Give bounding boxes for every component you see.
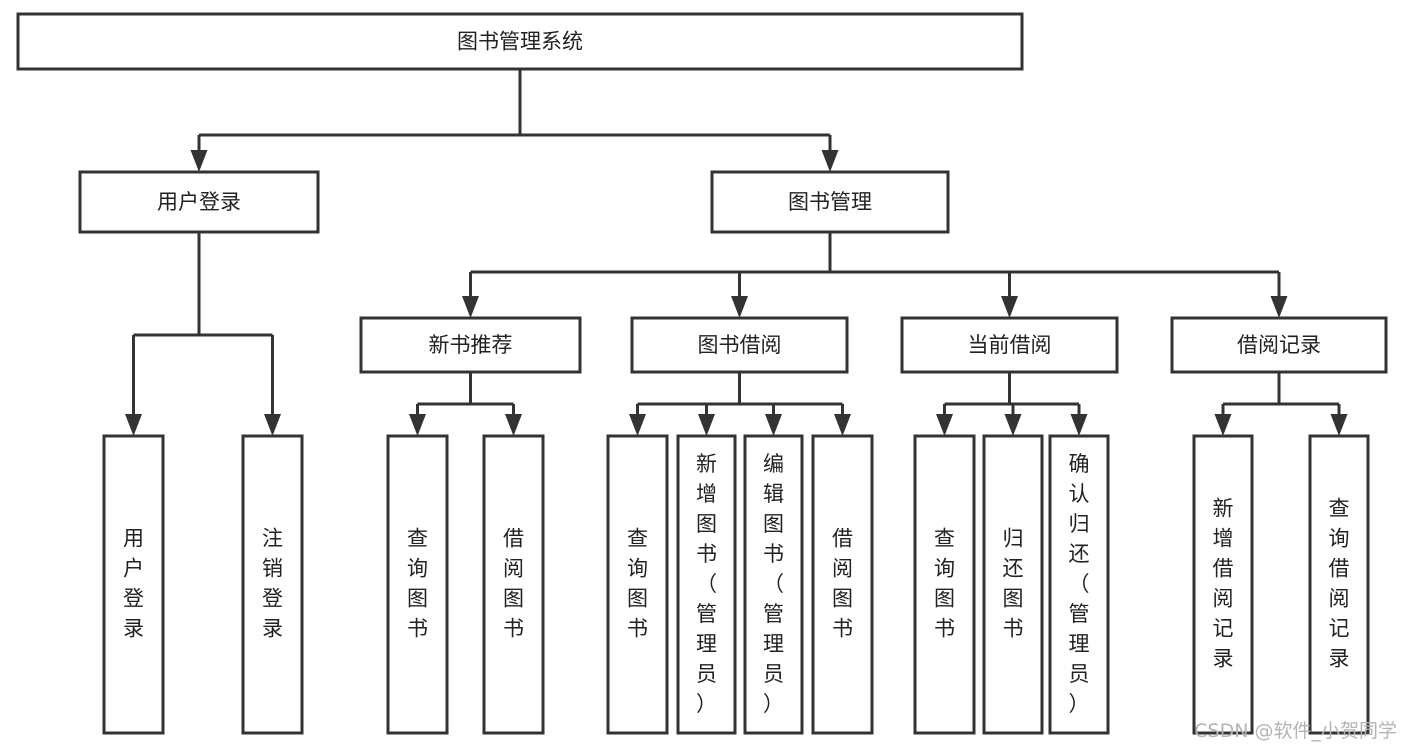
node-leaf-edit-book[interactable]: 编辑图书（管理员） <box>743 434 804 735</box>
node-book-manage[interactable]: 图书管理 <box>710 170 950 234</box>
arrow-head-leaf-add-book <box>698 414 715 436</box>
node-label-leaf-confirm-return: 确认归还（管理员） <box>1069 452 1090 716</box>
arrow-head-leaf-add-record <box>1214 414 1232 436</box>
node-label-leaf-query-book-3: 查询图书 <box>934 527 955 641</box>
arrow-head-leaf-user-login <box>125 414 142 436</box>
node-label-leaf-return-book: 归还图书 <box>1003 527 1024 641</box>
node-new-book-recommend[interactable]: 新书推荐 <box>359 316 582 374</box>
arrow-head-book-manage <box>821 150 839 172</box>
node-label-leaf-query-book-2: 查询图书 <box>627 527 648 641</box>
arrow-head-leaf-confirm-return <box>1070 414 1088 436</box>
node-label-borrow-record: 借阅记录 <box>1237 333 1321 357</box>
node-box-leaf-return-book <box>982 434 1044 735</box>
node-label-new-book-recommend: 新书推荐 <box>429 333 513 357</box>
node-box-leaf-query-book-2 <box>606 434 669 735</box>
node-box-leaf-user-login <box>102 434 165 735</box>
node-leaf-query-record[interactable]: 查询借阅记录 <box>1308 434 1370 735</box>
node-box-user-login <box>78 170 320 234</box>
node-root[interactable]: 图书管理系统 <box>16 12 1024 71</box>
node-leaf-query-book-3[interactable]: 查询图书 <box>913 434 976 735</box>
arrow-head-leaf-edit-book <box>765 414 782 436</box>
node-label-user-login: 用户登录 <box>157 190 241 214</box>
node-current-borrow[interactable]: 当前借阅 <box>900 316 1119 374</box>
node-box-leaf-add-book <box>676 434 737 735</box>
node-label-leaf-logout: 注销登录 <box>262 527 283 641</box>
node-label-current-borrow: 当前借阅 <box>968 333 1052 357</box>
node-label-leaf-query-book-1: 查询图书 <box>407 527 428 641</box>
node-leaf-query-book-1[interactable]: 查询图书 <box>386 434 449 735</box>
node-layer: 图书管理系统用户登录图书管理新书推荐图书借阅当前借阅借阅记录用户登录注销登录查询… <box>16 12 1388 735</box>
arrow-head-leaf-logout <box>264 414 281 436</box>
node-box-leaf-edit-book <box>743 434 804 735</box>
node-leaf-user-login[interactable]: 用户登录 <box>102 434 165 735</box>
node-box-leaf-query-book-1 <box>386 434 449 735</box>
node-label-leaf-add-book: 新增图书（管理员） <box>696 452 717 716</box>
node-label-leaf-user-login: 用户登录 <box>123 527 144 641</box>
node-box-leaf-add-record <box>1192 434 1254 735</box>
node-user-login[interactable]: 用户登录 <box>78 170 320 234</box>
arrow-head-leaf-query-book-2 <box>629 414 646 436</box>
node-box-new-book-recommend <box>359 316 582 374</box>
node-leaf-add-record[interactable]: 新增借阅记录 <box>1192 434 1254 735</box>
node-leaf-logout[interactable]: 注销登录 <box>241 434 304 735</box>
node-borrow-record[interactable]: 借阅记录 <box>1170 316 1388 374</box>
arrow-head-leaf-query-book-1 <box>409 414 426 436</box>
node-box-book-borrow <box>630 316 849 374</box>
arrow-head-borrow-record <box>1270 296 1288 318</box>
node-leaf-return-book[interactable]: 归还图书 <box>982 434 1044 735</box>
node-label-book-manage: 图书管理 <box>788 190 872 214</box>
node-box-leaf-confirm-return <box>1048 434 1110 735</box>
arrow-head-leaf-query-book-3 <box>936 414 953 436</box>
node-box-leaf-query-book-3 <box>913 434 976 735</box>
node-box-leaf-borrow-book-2 <box>811 434 874 735</box>
connector-layer <box>125 69 1348 436</box>
node-label-book-borrow: 图书借阅 <box>698 333 782 357</box>
arrow-head-leaf-borrow-book-1 <box>505 414 522 436</box>
node-box-leaf-logout <box>241 434 304 735</box>
node-label-leaf-borrow-book-2: 借阅图书 <box>832 527 853 641</box>
node-leaf-query-book-2[interactable]: 查询图书 <box>606 434 669 735</box>
node-label-leaf-edit-book: 编辑图书（管理员） <box>763 452 784 716</box>
node-label-leaf-query-record: 查询借阅记录 <box>1329 497 1350 671</box>
node-leaf-borrow-book-2[interactable]: 借阅图书 <box>811 434 874 735</box>
arrow-head-new-book-recommend <box>462 296 479 318</box>
node-box-root <box>16 12 1024 71</box>
arrow-head-current-borrow <box>1001 296 1018 318</box>
node-box-leaf-borrow-book-1 <box>482 434 545 735</box>
node-leaf-add-book[interactable]: 新增图书（管理员） <box>676 434 737 735</box>
arrow-head-book-borrow <box>731 296 748 318</box>
arrow-head-leaf-borrow-book-2 <box>834 414 851 436</box>
node-label-leaf-borrow-book-1: 借阅图书 <box>503 527 524 641</box>
arrow-head-leaf-return-book <box>1004 414 1022 436</box>
arrow-head-user-login <box>190 150 208 172</box>
node-box-leaf-query-record <box>1308 434 1370 735</box>
node-box-current-borrow <box>900 316 1119 374</box>
node-leaf-confirm-return[interactable]: 确认归还（管理员） <box>1048 434 1110 735</box>
arrow-head-leaf-query-record <box>1330 414 1348 436</box>
node-label-leaf-add-record: 新增借阅记录 <box>1213 497 1234 671</box>
node-box-borrow-record <box>1170 316 1388 374</box>
node-box-book-manage <box>710 170 950 234</box>
node-leaf-borrow-book-1[interactable]: 借阅图书 <box>482 434 545 735</box>
node-label-root: 图书管理系统 <box>457 30 583 54</box>
node-book-borrow[interactable]: 图书借阅 <box>630 316 849 374</box>
